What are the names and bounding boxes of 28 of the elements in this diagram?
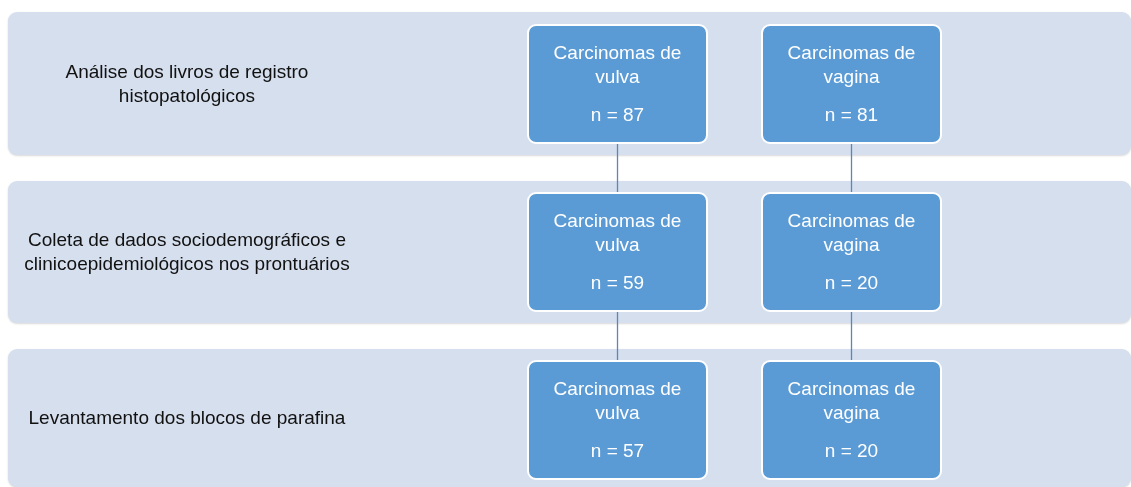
count-label: n = 59 (590, 271, 645, 295)
box-title: Carcinomas de vulva (552, 377, 683, 425)
count-box (761, 192, 942, 312)
box-title: Carcinomas de vulva (552, 209, 683, 257)
box-title: Carcinomas de vagina (786, 209, 917, 257)
count-box (527, 360, 708, 480)
count-box (527, 24, 708, 144)
connector-line (616, 143, 619, 193)
box-title: Carcinomas de vagina (786, 41, 917, 89)
stage-label: Levantamento dos blocos de parafina (27, 406, 347, 430)
box-title: Carcinomas de vagina (786, 377, 917, 425)
stage-band (8, 181, 1131, 323)
count-label: n = 20 (824, 439, 879, 463)
connector-line (850, 311, 853, 361)
count-box (527, 192, 708, 312)
connector-line (850, 143, 853, 193)
connector-line (616, 311, 619, 361)
box-title: Carcinomas de vulva (552, 41, 683, 89)
count-label: n = 81 (824, 103, 879, 127)
stage-band (8, 12, 1131, 155)
count-label: n = 20 (824, 271, 879, 295)
count-box (761, 360, 942, 480)
count-label: n = 87 (590, 103, 645, 127)
stage-band (8, 349, 1131, 487)
count-label: n = 57 (590, 439, 645, 463)
count-box (761, 24, 942, 144)
stage-label: Análise dos livros de registro histopatológicos (64, 59, 310, 108)
stage-label: Coleta de dados sociodemográficos e clinicoepidemiológicos nos prontuários (23, 228, 351, 276)
